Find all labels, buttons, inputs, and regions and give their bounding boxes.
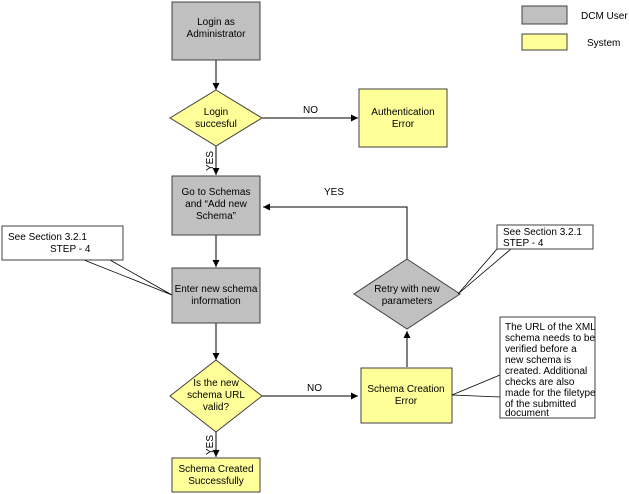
label-url-yes: YES bbox=[205, 435, 216, 455]
note-right-line-1: See Section 3.2.1 bbox=[503, 227, 582, 238]
edges bbox=[212, 60, 411, 457]
retry-line-2: parameters bbox=[382, 296, 433, 307]
note-url-line-5: created. Additional bbox=[505, 366, 587, 377]
legend-system-swatch bbox=[521, 33, 568, 51]
note-url-line-2: schema needs to be bbox=[505, 333, 595, 344]
auth-error-line-2: Error bbox=[392, 119, 415, 130]
note-right-callout: See Section 3.2.1 STEP - 4 bbox=[457, 224, 594, 295]
note-url-line-7: made for the filetype bbox=[505, 388, 596, 399]
retry-line-1: Retry with new bbox=[374, 284, 440, 295]
note-url-info-callout: The URL of the XML schema needs to be ve… bbox=[451, 316, 596, 419]
enter-schema-info-step: Enter new schema information bbox=[171, 267, 261, 324]
creation-error-line-2: Error bbox=[395, 396, 418, 407]
note-url-line-8: of the submitted bbox=[505, 399, 576, 410]
login-decision: Login succesful bbox=[169, 89, 263, 147]
schema-created-line-1: Schema Created bbox=[178, 464, 253, 475]
creation-error-line-1: Schema Creation bbox=[367, 384, 444, 395]
go-schemas-line-2: and “Add new bbox=[185, 199, 247, 210]
legend-user-swatch bbox=[521, 5, 568, 25]
login-admin-line-1: Login as bbox=[197, 17, 235, 28]
authentication-error-step: Authentication Error bbox=[358, 88, 448, 148]
go-to-schemas-step: Go to Schemas and “Add new Schema” bbox=[171, 175, 261, 236]
note-url-line-6: checks are also bbox=[505, 377, 575, 388]
url-decision: Is the new schema URL valid? bbox=[169, 359, 263, 433]
url-decision-line-3: valid? bbox=[203, 402, 230, 413]
note-right-line-2: STEP - 4 bbox=[503, 238, 544, 249]
go-schemas-line-3: Schema” bbox=[196, 211, 236, 222]
enter-info-line-1: Enter new schema bbox=[175, 284, 258, 295]
login-admin-line-2: Administrator bbox=[187, 29, 247, 40]
edge-retry-yes bbox=[263, 203, 408, 259]
label-url-no: NO bbox=[307, 383, 322, 394]
legend-system-label: System bbox=[587, 38, 620, 49]
url-decision-line-1: Is the new bbox=[193, 378, 239, 389]
login-decision-line-1: Login bbox=[204, 107, 228, 118]
label-retry-yes: YES bbox=[324, 187, 344, 198]
note-url-line-3: verified before a bbox=[505, 344, 577, 355]
go-schemas-line-1: Go to Schemas bbox=[182, 187, 251, 198]
note-url-pointer bbox=[451, 374, 501, 398]
legend-user-label: DCM User bbox=[581, 11, 628, 22]
label-login-yes: YES bbox=[205, 151, 216, 171]
legend: DCM User System bbox=[521, 5, 628, 51]
note-left-pointer bbox=[83, 259, 173, 296]
note-url-line-9: document bbox=[505, 408, 549, 419]
auth-error-line-1: Authentication bbox=[371, 107, 434, 118]
enter-info-line-2: information bbox=[191, 296, 240, 307]
retry-decision: Retry with new parameters bbox=[353, 258, 461, 330]
note-url-line-4: new schema is bbox=[505, 355, 571, 366]
note-left-line-2: STEP - 4 bbox=[50, 244, 91, 255]
url-decision-line-2: schema URL bbox=[187, 390, 245, 401]
label-login-no: NO bbox=[303, 105, 318, 116]
login-admin-step: Login as Administrator bbox=[171, 1, 261, 61]
note-left-callout: See Section 3.2.1 STEP - 4 bbox=[1, 225, 173, 296]
schema-created-step: Schema Created Successfully bbox=[171, 457, 261, 493]
login-decision-line-2: succesful bbox=[195, 119, 237, 130]
note-right-pointer bbox=[457, 248, 512, 295]
schema-created-line-2: Successfully bbox=[188, 476, 244, 487]
note-url-line-1: The URL of the XML bbox=[505, 322, 596, 333]
note-left-line-1: See Section 3.2.1 bbox=[8, 232, 87, 243]
schema-creation-error-step: Schema Creation Error bbox=[360, 367, 453, 424]
